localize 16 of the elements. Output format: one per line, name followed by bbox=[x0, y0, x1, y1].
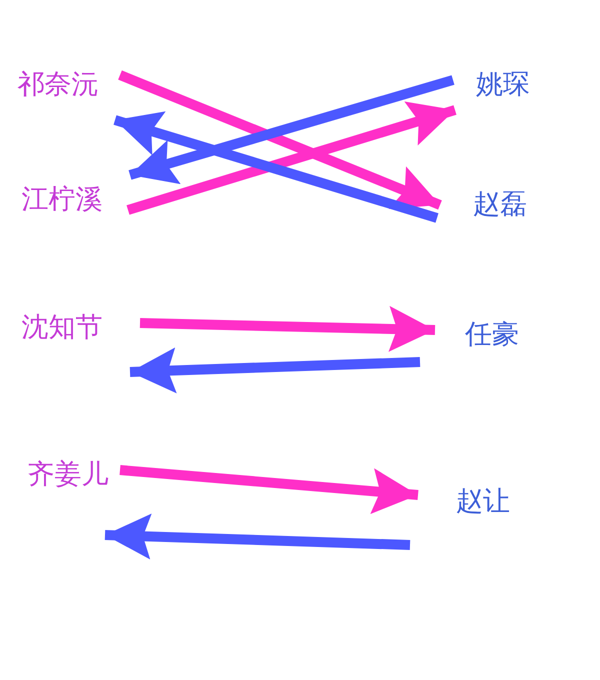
name-label: 姚琛 bbox=[476, 68, 530, 102]
name-label: 赵磊 bbox=[473, 188, 527, 222]
name-label: 任豪 bbox=[465, 318, 519, 352]
arrow bbox=[114, 111, 438, 223]
arrow bbox=[140, 306, 436, 352]
arrow bbox=[104, 514, 410, 560]
arrow bbox=[126, 101, 456, 215]
name-label: 赵让 bbox=[456, 485, 510, 519]
arrow bbox=[120, 465, 418, 514]
name-label: 沈知节 bbox=[22, 311, 102, 345]
name-label: 江柠溪 bbox=[22, 183, 102, 217]
arrow bbox=[130, 347, 420, 394]
arrow bbox=[128, 75, 454, 184]
arrow bbox=[118, 70, 442, 210]
name-label: 齐姜儿 bbox=[28, 458, 108, 492]
name-label: 祁奈沅 bbox=[18, 68, 98, 102]
